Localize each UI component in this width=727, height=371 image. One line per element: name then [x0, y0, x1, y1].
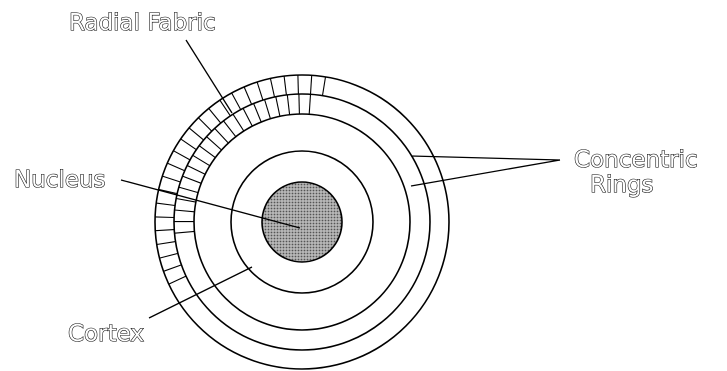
radial-fabric-tick — [164, 265, 182, 271]
radial-fabric-tick — [270, 78, 274, 97]
radial-fabric-tick — [323, 77, 326, 96]
radial-fabric-tick — [175, 210, 195, 212]
radial-fabric-tick — [155, 217, 174, 218]
radial-fabric-tick — [224, 121, 236, 137]
radial-fabric-tick — [189, 128, 204, 140]
radial-fabric-tick — [175, 231, 195, 233]
concentric-label: Concentric — [574, 147, 698, 173]
radial-fabric-tick — [169, 276, 186, 284]
radial-fabric-tick — [160, 253, 178, 258]
radial-fabric-tick — [276, 97, 280, 117]
radial-fabric-tick — [179, 187, 198, 193]
radial-fabric-tick — [183, 176, 202, 183]
radial-fabric-tick — [167, 163, 184, 171]
radial-fabric-leader — [186, 40, 232, 113]
concentric-rings-leader-lower — [411, 160, 560, 186]
radial-fabric-tick — [209, 108, 221, 123]
radial-fabric-tick — [207, 137, 222, 150]
radial-fabric-tick — [193, 155, 210, 165]
radial-fabric-label: Radial Fabric — [69, 10, 216, 36]
radial-fabric-tick — [155, 230, 174, 231]
cortex-label: Cortex — [68, 321, 144, 347]
concentric-rings-leader-upper — [411, 156, 560, 160]
radial-fabric-tick — [311, 75, 312, 94]
radial-fabric-tick — [265, 100, 271, 119]
radial-fabric-tick — [162, 176, 180, 182]
radial-fabric-tick — [173, 151, 190, 160]
radial-fabric-tick — [243, 108, 252, 126]
rings-label: Rings — [590, 172, 654, 198]
nucleus-label: Nucleus — [14, 167, 106, 193]
radial-fabric-tick — [257, 82, 263, 100]
radial-fabric-tick — [309, 94, 310, 114]
radial-fabric-tick — [198, 118, 211, 132]
radial-fabric-tick — [284, 76, 286, 95]
radial-fabric-tick — [181, 139, 197, 150]
radial-fabric-tick — [299, 94, 300, 114]
radial-fabric-tick — [215, 128, 229, 143]
radial-fabric-tick — [187, 166, 205, 175]
radial-fabric-tick — [233, 114, 244, 131]
radial-fabric-tick — [254, 104, 262, 123]
radial-fabric-tick — [157, 242, 176, 245]
radial-fabric-tick — [232, 93, 241, 110]
radial-fabric-tick — [156, 203, 175, 205]
radial-fabric-tick — [244, 87, 252, 105]
nucleus-body — [262, 182, 342, 262]
radial-fabric-tick — [298, 75, 299, 94]
radial-fabric-tick — [287, 95, 289, 115]
radial-fabric-tick — [199, 146, 215, 158]
